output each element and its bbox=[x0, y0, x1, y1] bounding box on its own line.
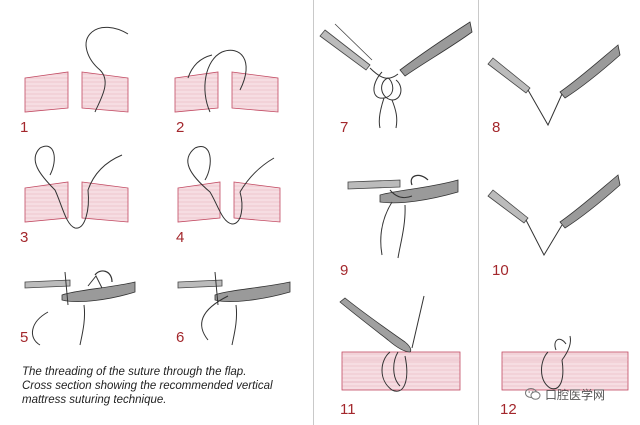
panel-number-7: 7 bbox=[340, 119, 349, 136]
figure-caption: The threading of the suture through the … bbox=[22, 365, 312, 407]
panel-number-9: 9 bbox=[340, 262, 349, 279]
panel-12-drawing bbox=[501, 335, 629, 391]
panel-7-drawing bbox=[319, 21, 473, 129]
panel-number-11: 11 bbox=[340, 401, 356, 418]
panel-3-drawing bbox=[24, 145, 129, 229]
panel-2-drawing bbox=[174, 49, 279, 113]
panel-number-5: 5 bbox=[20, 329, 29, 346]
column-divider-left bbox=[313, 0, 314, 425]
panel-number-4: 4 bbox=[176, 229, 185, 246]
caption-line-3: mattress suturing technique. bbox=[22, 394, 167, 406]
panel-6-drawing bbox=[177, 271, 291, 346]
caption-line-1: The threading of the suture through the … bbox=[22, 366, 247, 378]
panel-1-drawing bbox=[24, 26, 129, 113]
panel-5-drawing bbox=[24, 270, 136, 346]
column-divider-right bbox=[478, 0, 479, 425]
panel-number-6: 6 bbox=[176, 329, 185, 346]
panel-10-drawing bbox=[487, 174, 621, 257]
panel-number-3: 3 bbox=[20, 229, 29, 246]
panel-number-1: 1 bbox=[20, 119, 29, 136]
panel-11-drawing bbox=[339, 295, 461, 392]
panel-number-8: 8 bbox=[492, 119, 501, 136]
panel-9-drawing bbox=[347, 174, 459, 259]
caption-line-2: Cross section showing the recommended ve… bbox=[22, 380, 273, 392]
panel-4-drawing bbox=[177, 145, 281, 225]
panel-number-2: 2 bbox=[176, 119, 185, 136]
wechat-icon bbox=[525, 388, 541, 400]
watermark: 口腔医学网 bbox=[525, 386, 605, 402]
panel-8-drawing bbox=[487, 44, 621, 127]
panel-number-10: 10 bbox=[492, 262, 509, 279]
watermark-text: 口腔医学网 bbox=[545, 387, 606, 402]
panel-number-12: 12 bbox=[500, 401, 517, 418]
